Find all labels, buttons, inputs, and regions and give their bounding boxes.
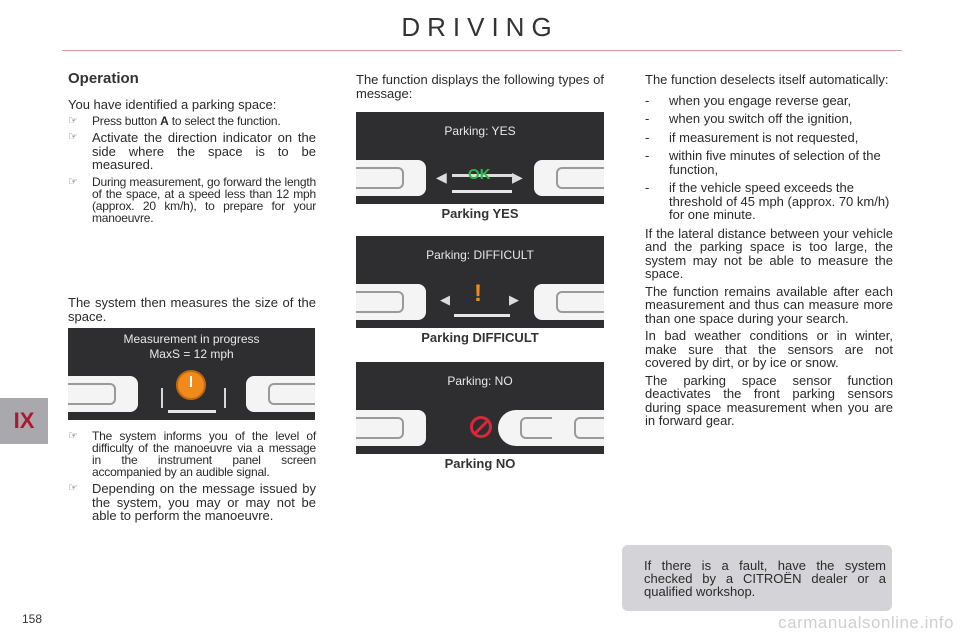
column-operation: Operation You have identified a parking … — [68, 70, 316, 228]
space-bar — [452, 174, 512, 177]
screen-message: Parking: DIFFICULT — [426, 248, 534, 262]
measure-text: The system then measures the size of the… — [68, 295, 316, 324]
step-item: ☞ During measurement, go forward the len… — [68, 174, 316, 225]
arrow-right-icon: ▶ — [512, 169, 523, 185]
space-bar — [454, 314, 510, 317]
screen-parking-no: Parking: NO — [356, 362, 604, 454]
watermark: carmanualsonline.info — [778, 613, 954, 632]
condition-item: -if measurement is not requested, — [645, 129, 859, 145]
parked-car-icon — [356, 284, 426, 320]
button-key: A — [160, 114, 169, 128]
screen-message: Parking: YES — [444, 124, 516, 138]
pointing-hand-icon: ☞ — [68, 115, 78, 127]
column-messages: The function displays the following type… — [356, 73, 604, 104]
section-heading: Operation — [68, 70, 139, 87]
fault-notice-box: If there is a fault, have the system che… — [622, 545, 892, 611]
caption-parking-yes: Parking YES — [441, 206, 519, 221]
parked-car-icon — [68, 376, 138, 412]
parked-car-icon — [356, 410, 426, 446]
measure-text-block: The system then measures the size of the… — [68, 296, 316, 327]
arrow-right-icon: ▶ — [509, 292, 519, 307]
ok-symbol: OK — [468, 166, 491, 183]
screen-parking-yes: Parking: YES ◀ ▶ OK — [356, 112, 604, 204]
info-paragraph: In bad weather conditions or in winter, … — [645, 328, 893, 370]
note-item: ☞ The system informs you of the level of… — [68, 429, 316, 479]
parked-car-icon — [356, 160, 426, 196]
column-deselect: The function deselects itself automatica… — [645, 73, 893, 432]
arrow-left-icon: ◀ — [436, 169, 447, 185]
caption-parking-no: Parking NO — [444, 456, 516, 471]
deselect-intro: The function deselects itself automatica… — [645, 72, 889, 87]
warning-symbol: ! — [474, 280, 482, 307]
parked-car-icon — [534, 160, 604, 196]
intro-text: You have identified a parking space: — [68, 96, 277, 112]
condition-item: -if the vehicle speed exceeds the thresh… — [645, 180, 890, 222]
space-bar — [452, 190, 512, 193]
info-paragraph: The parking space sensor function deacti… — [645, 372, 893, 428]
screen-measurement: Measurement in progress MaxS = 12 mph — [68, 328, 315, 420]
messages-intro: The function displays the following type… — [356, 72, 604, 101]
title-rule — [62, 50, 902, 51]
page-number: 158 — [22, 612, 43, 626]
pointing-hand-icon: ☞ — [68, 482, 78, 494]
condition-item: -within five minutes of selection of the… — [645, 148, 881, 177]
chapter-tab[interactable]: IX — [0, 398, 48, 444]
pointing-hand-icon: ☞ — [68, 430, 78, 442]
page-title: DRIVING — [401, 12, 559, 42]
pointing-hand-icon: ☞ — [68, 131, 78, 143]
condition-item: -when you switch off the ignition, — [645, 111, 853, 126]
no-entry-icon — [470, 416, 492, 438]
screen-parking-difficult: Parking: DIFFICULT ◀ ▶ ! — [356, 236, 604, 328]
step-item: ☞ Activate the direction indicator on th… — [68, 130, 316, 172]
condition-item: -when you engage reverse gear, — [645, 92, 852, 108]
info-paragraph: If the lateral distance between your veh… — [645, 225, 893, 281]
space-bar — [168, 410, 216, 413]
parked-car-icon — [246, 376, 315, 412]
note-item: ☞ Depending on the message issued by the… — [68, 481, 316, 523]
arrow-left-icon: ◀ — [440, 292, 450, 307]
pointing-hand-icon: ☞ — [68, 175, 78, 188]
caption-parking-difficult: Parking DIFFICULT — [421, 330, 539, 345]
screen-message: Measurement in progress — [123, 332, 260, 346]
space-marker — [224, 388, 226, 408]
stopwatch-icon — [176, 370, 206, 400]
info-paragraph: The function remains available after eac… — [645, 283, 893, 326]
notes-block: ☞ The system informs you of the level of… — [68, 430, 316, 527]
step-item: ☞ Press button A to select the function. — [68, 114, 281, 128]
screen-message: Parking: NO — [447, 374, 513, 388]
parked-car-icon — [552, 410, 604, 446]
space-marker — [161, 388, 163, 408]
parked-car-icon — [534, 284, 604, 320]
screen-message: MaxS = 12 mph — [149, 347, 234, 361]
